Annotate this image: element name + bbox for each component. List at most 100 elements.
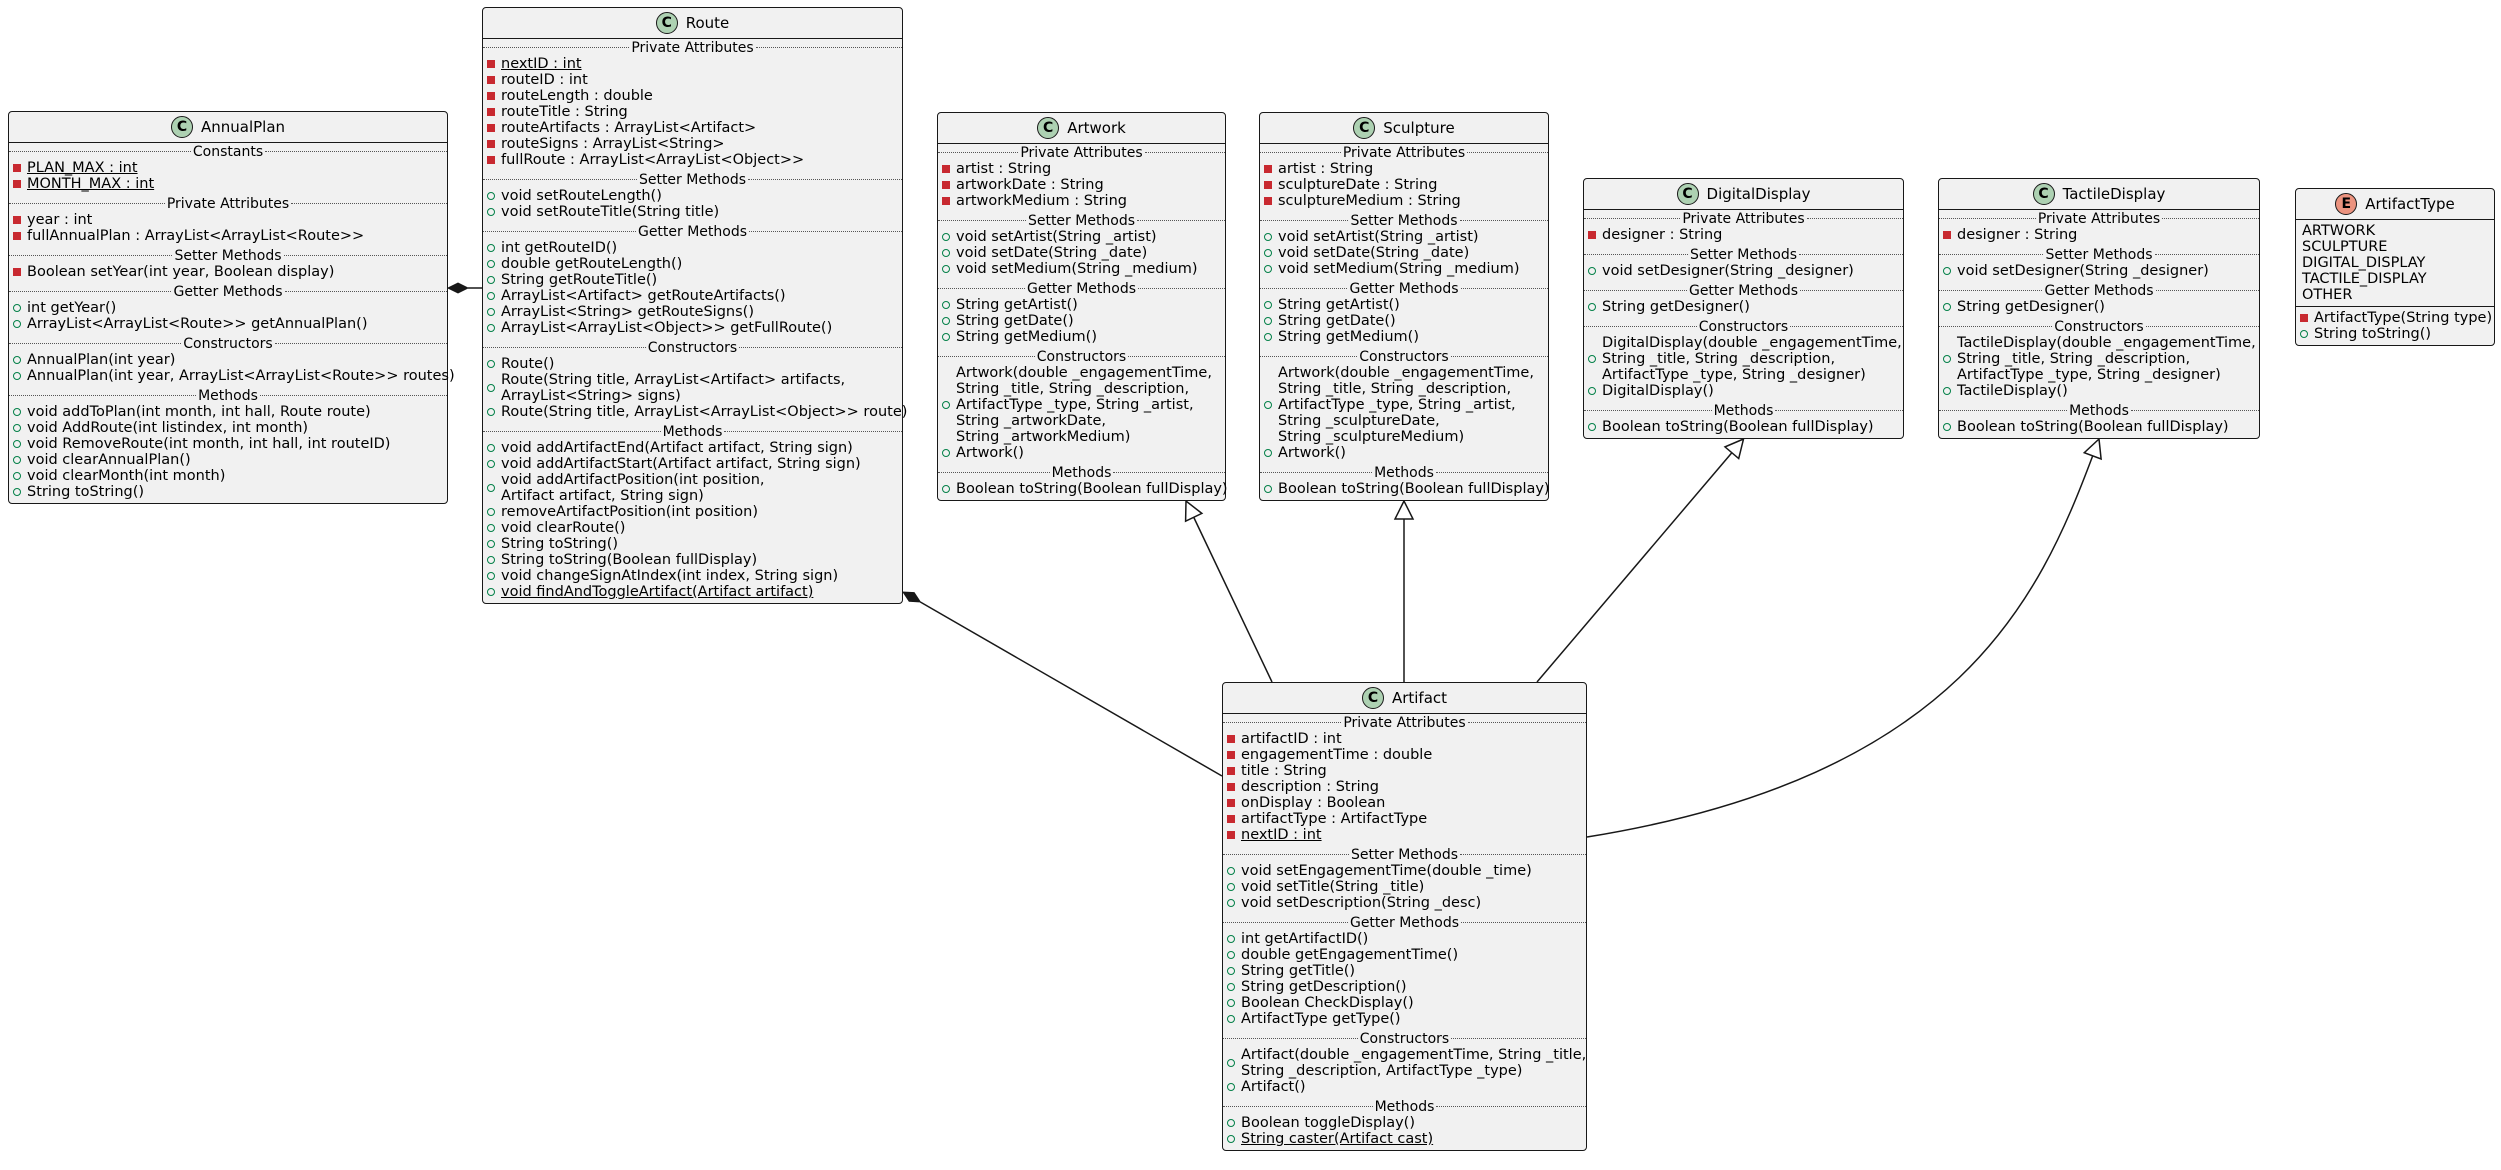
public-visibility-icon [1943,387,1951,395]
public-member: Artwork(double _engagementTime, String _… [938,365,1225,445]
member-text: removeArtifactPosition(int position) [501,504,759,520]
public-member: double getRouteLength() [483,256,902,272]
member-text: TactileDisplay() [1957,383,2068,399]
member-text: void AddRoute(int listindex, int month) [27,420,309,436]
section-separator: Setter Methods [1939,246,2259,263]
private-visibility-icon [1227,783,1235,791]
member-text: Boolean toString(Boolean fullDisplay) [956,481,1228,497]
public-member: void AddRoute(int listindex, int month) [9,420,447,436]
class-badge-icon: C [1676,183,1699,205]
member-text: void setArtist(String _artist) [956,229,1157,245]
member-text: artworkDate : String [956,177,1104,193]
section-title: Setter Methods [1689,246,1798,263]
public-member: void addArtifactEnd(Artifact artifact, S… [483,440,902,456]
public-visibility-icon [487,484,495,492]
private-visibility-icon [487,92,495,100]
public-member: String getMedium() [938,329,1225,345]
public-visibility-icon [2300,330,2308,338]
private-visibility-icon [487,108,495,116]
class-badge-icon: C [1037,117,1060,139]
public-visibility-icon [487,508,495,516]
public-member: String getTitle() [1223,963,1586,979]
enum-value: TACTILE_DISPLAY [2302,271,2427,287]
member-text: void RemoveRoute(int month, int hall, in… [27,436,391,452]
member-text: onDisplay : Boolean [1241,795,1386,811]
public-member: String getRouteTitle() [483,272,902,288]
member-text: Artifact(double _engagementTime, String … [1241,1047,1587,1079]
member-text: String getDate() [956,313,1074,329]
member-text: Boolean CheckDisplay() [1241,995,1414,1011]
public-visibility-icon [1227,867,1235,875]
member-text: ArrayList<Artifact> getRouteArtifacts() [501,288,786,304]
section-separator: Setter Methods [938,212,1225,229]
member-text: String getDescription() [1241,979,1407,995]
public-visibility-icon [1943,267,1951,275]
section-title: Constants [192,143,264,160]
public-member: Route(String title, ArrayList<ArrayList<… [483,404,907,420]
public-member: void clearAnnualPlan() [9,452,447,468]
member-text: designer : String [1602,227,1723,243]
section-title: Constructors [1036,348,1127,365]
public-visibility-icon [487,524,495,532]
public-member: void setDate(String _date) [938,245,1225,261]
section-separator: Methods [1260,464,1548,481]
public-member: String toString() [9,484,447,500]
public-member: int getYear() [9,300,447,316]
private-visibility-icon [1227,815,1235,823]
private-member: title : String [1223,763,1586,779]
public-member: DigitalDisplay() [1584,383,1903,399]
member-text: PLAN_MAX : int [27,160,138,176]
public-visibility-icon [487,260,495,268]
section-title: Methods [662,423,723,440]
private-member: nextID : int [483,56,902,72]
public-visibility-icon [13,424,21,432]
public-member: void addArtifactStart(Artifact artifact,… [483,456,902,472]
private-visibility-icon [1588,231,1596,239]
public-visibility-icon [487,208,495,216]
section-title: Methods [2069,402,2129,419]
member-text: void setDesigner(String _designer) [1602,263,1854,279]
public-visibility-icon [487,540,495,548]
public-visibility-icon [13,304,21,312]
class-badge-icon: C [2032,183,2055,205]
public-visibility-icon [1227,967,1235,975]
private-visibility-icon [1227,831,1235,839]
artwork-inheritance-line [1193,516,1273,683]
member-text: int getYear() [27,300,117,316]
public-member: Boolean toString(Boolean fullDisplay) [1584,419,1903,435]
member-text: Artwork(double _engagementTime, String _… [956,365,1212,445]
public-member: Boolean toString(Boolean fullDisplay) [1260,481,1550,497]
public-member: ArrayList<ArrayList<Object>> getFullRout… [483,320,902,336]
member-text: String toString() [2314,326,2432,342]
public-member: ArrayList<ArrayList<Route>> getAnnualPla… [9,316,447,332]
member-text: void findAndToggleArtifact(Artifact arti… [501,584,814,600]
public-visibility-icon [487,360,495,368]
public-visibility-icon [487,408,495,416]
private-member: artist : String [1260,161,1548,177]
section-separator: Methods [483,423,902,440]
member-text: description : String [1241,779,1379,795]
section-title: Methods [1051,464,1112,481]
public-visibility-icon [1227,951,1235,959]
section-title: Methods [1713,402,1774,419]
public-member: Boolean toggleDisplay() [1223,1115,1586,1131]
member-text: String getTitle() [1241,963,1356,979]
